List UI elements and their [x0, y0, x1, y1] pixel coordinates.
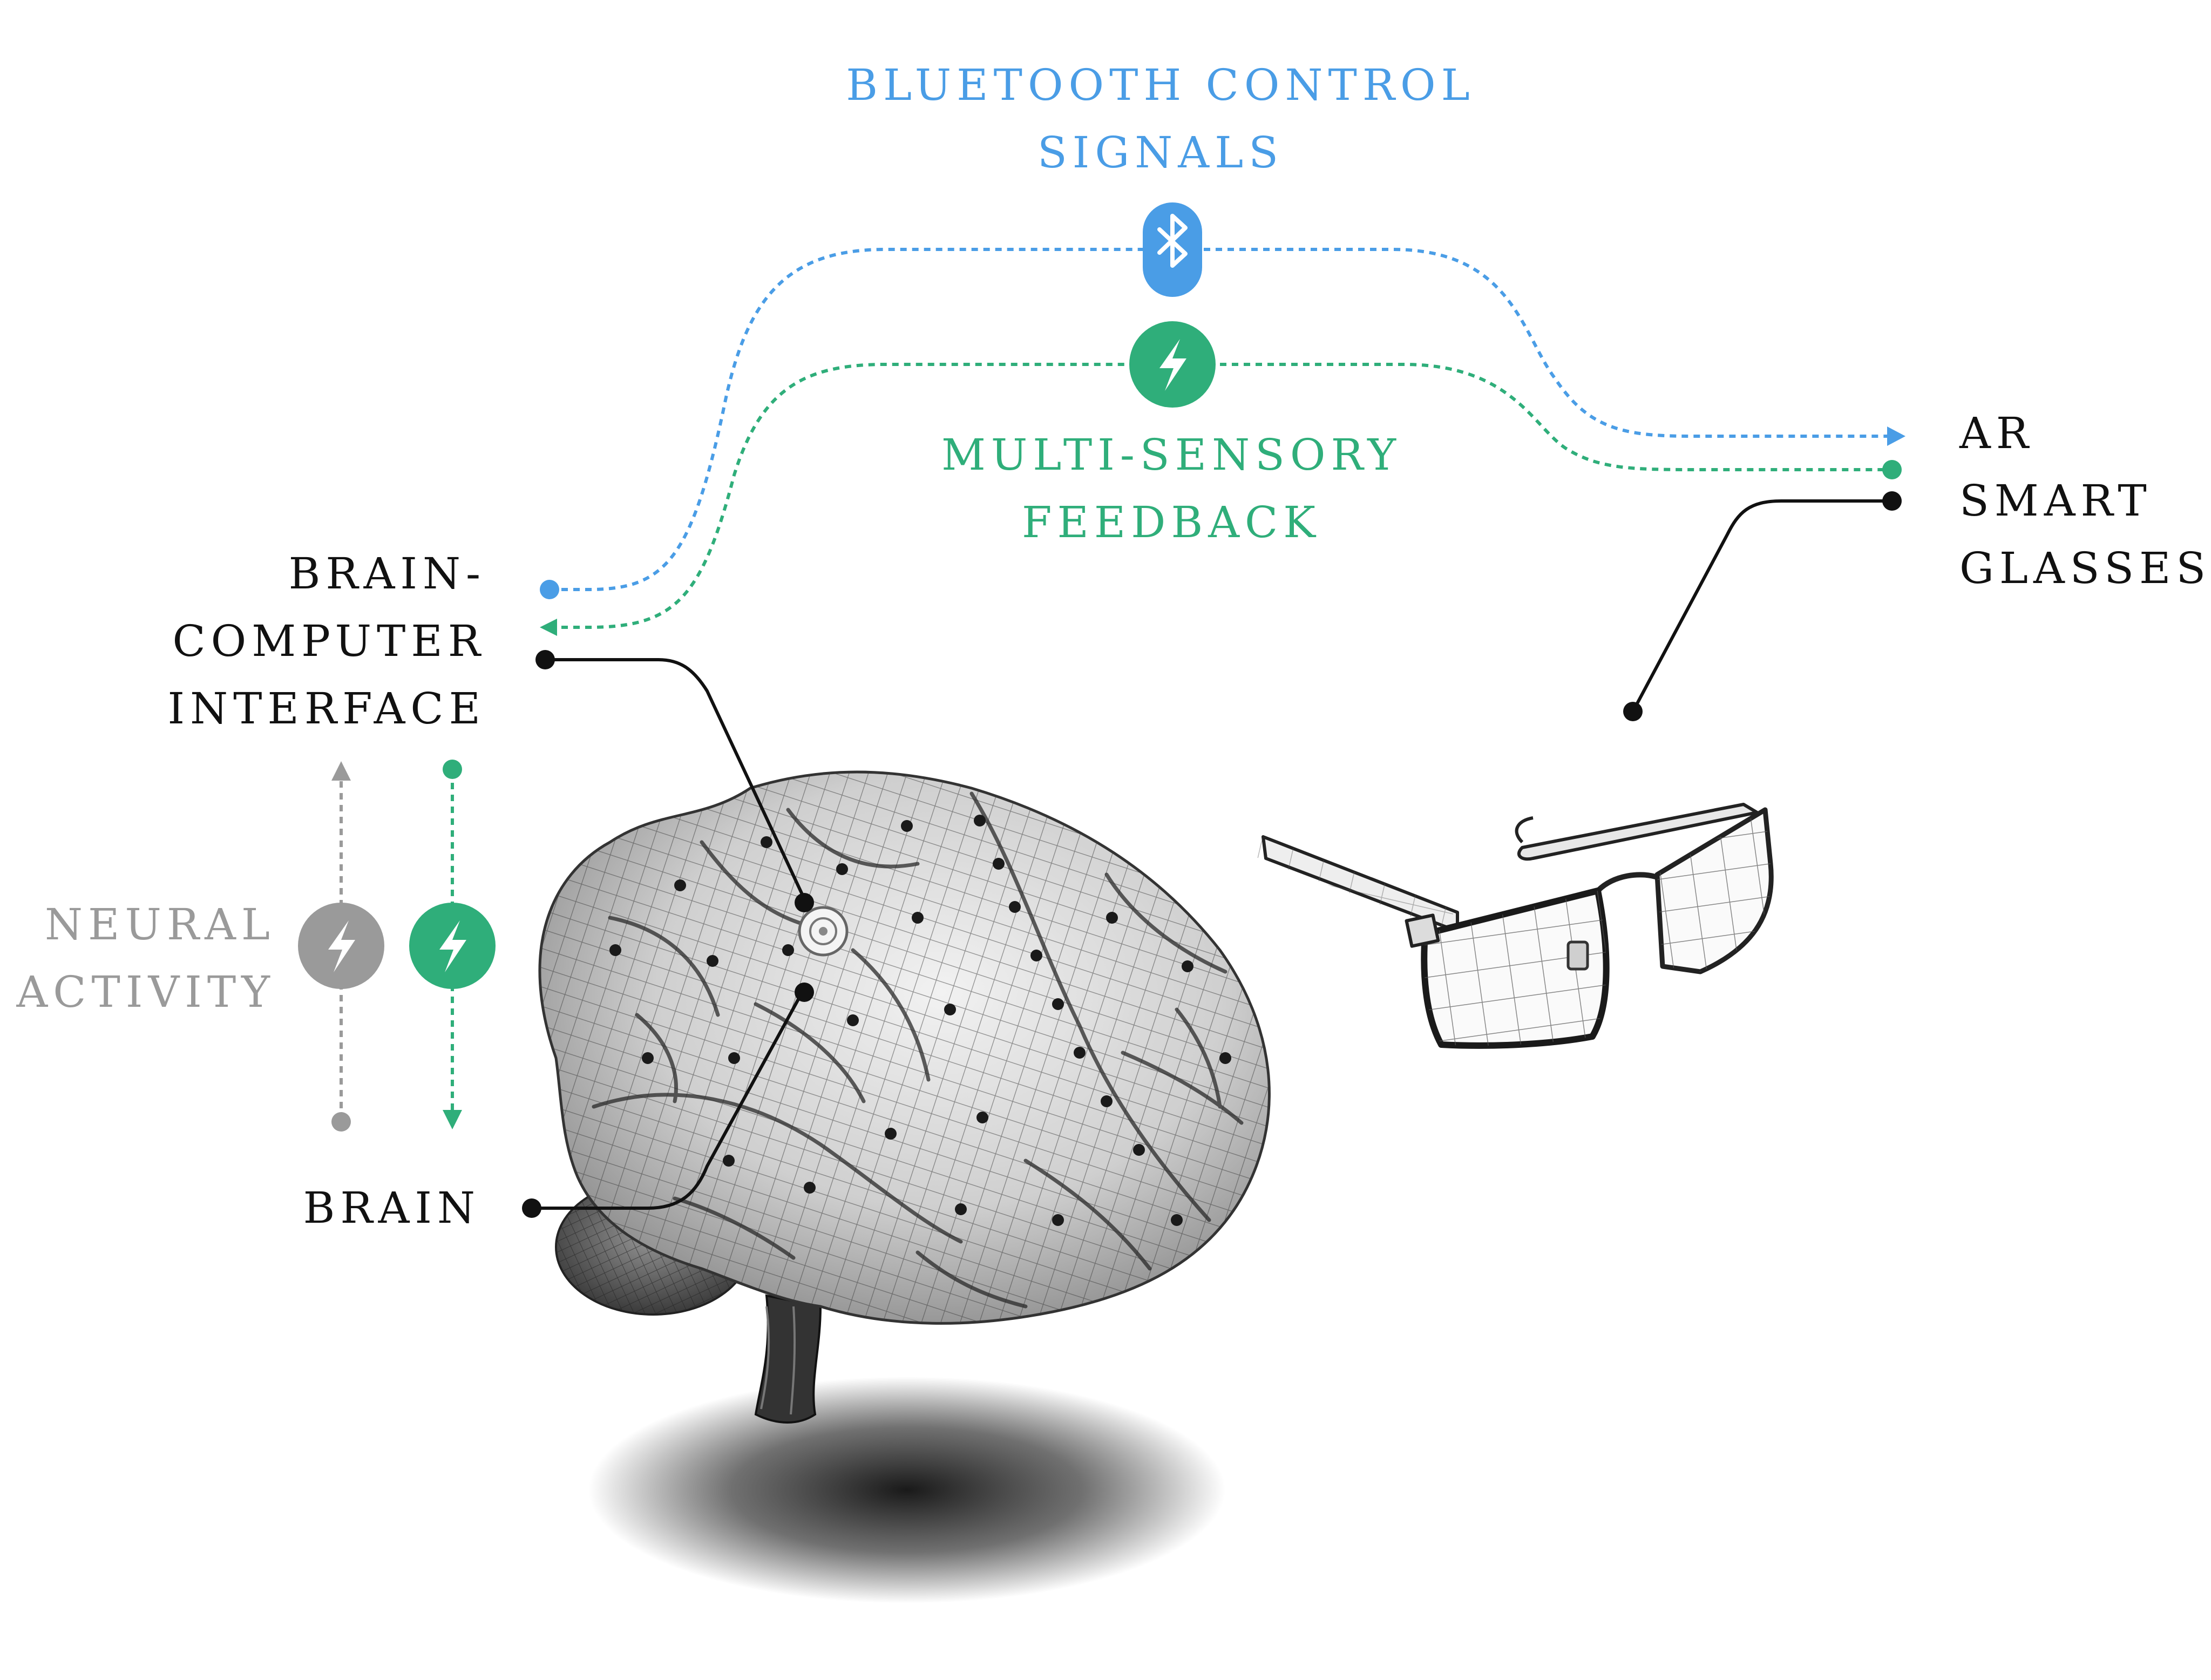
bci-leader-line — [545, 658, 806, 900]
brain-anchor-dot — [795, 983, 814, 1002]
multi-sensory-feedback-label: MULTI-SENSORY FEEDBACK — [941, 430, 1402, 547]
neural-down-start-dot — [443, 760, 462, 779]
feedback-arrowhead — [540, 619, 557, 636]
glasses-leader-dot — [1882, 491, 1902, 511]
bluetooth-icon — [1143, 202, 1202, 297]
feedback-path-left — [550, 363, 1128, 629]
feedback-lightning-bolt-icon — [1129, 321, 1216, 408]
bci-label: BRAIN- COMPUTER INTERFACE — [167, 548, 486, 734]
bci-implant — [798, 906, 849, 957]
feedback-path-right — [1220, 363, 1889, 471]
brain-shadow — [588, 1377, 1225, 1603]
bluetooth-signal-path-right — [1204, 248, 1892, 438]
brain-illustration — [538, 770, 1271, 1424]
brain-label: BRAIN — [303, 1183, 480, 1233]
ar-glasses-illustration — [1255, 803, 1774, 1049]
bluetooth-signal-path — [550, 248, 1144, 591]
feedback-end-dot — [1882, 460, 1902, 479]
neural-activity-label: NEURAL ACTIVITY — [16, 899, 275, 1017]
bluetooth-start-dot — [540, 580, 559, 599]
brain-leader-dot — [522, 1198, 541, 1218]
brain-leader-line — [532, 992, 803, 1210]
glasses-leader-line — [1631, 499, 1892, 713]
bci-leader-dot — [535, 650, 555, 669]
bci-anchor-dot — [795, 893, 814, 912]
neural-up-start-dot — [331, 1112, 351, 1132]
ar-smart-glasses-label: AR SMART GLASSES — [1959, 408, 2211, 593]
connection-endpoints — [331, 426, 1905, 1218]
bluetooth-arrowhead — [1887, 426, 1905, 446]
bluetooth-control-label: BLUETOOTH CONTROL SIGNALS — [846, 60, 1475, 178]
neural-up-arrowhead — [331, 761, 351, 781]
neural-grey-lightning-bolt-icon — [298, 903, 384, 989]
neural-down-arrowhead — [443, 1110, 462, 1129]
glasses-anchor-dot — [1623, 702, 1643, 721]
neural-green-lightning-bolt-icon — [409, 903, 496, 989]
